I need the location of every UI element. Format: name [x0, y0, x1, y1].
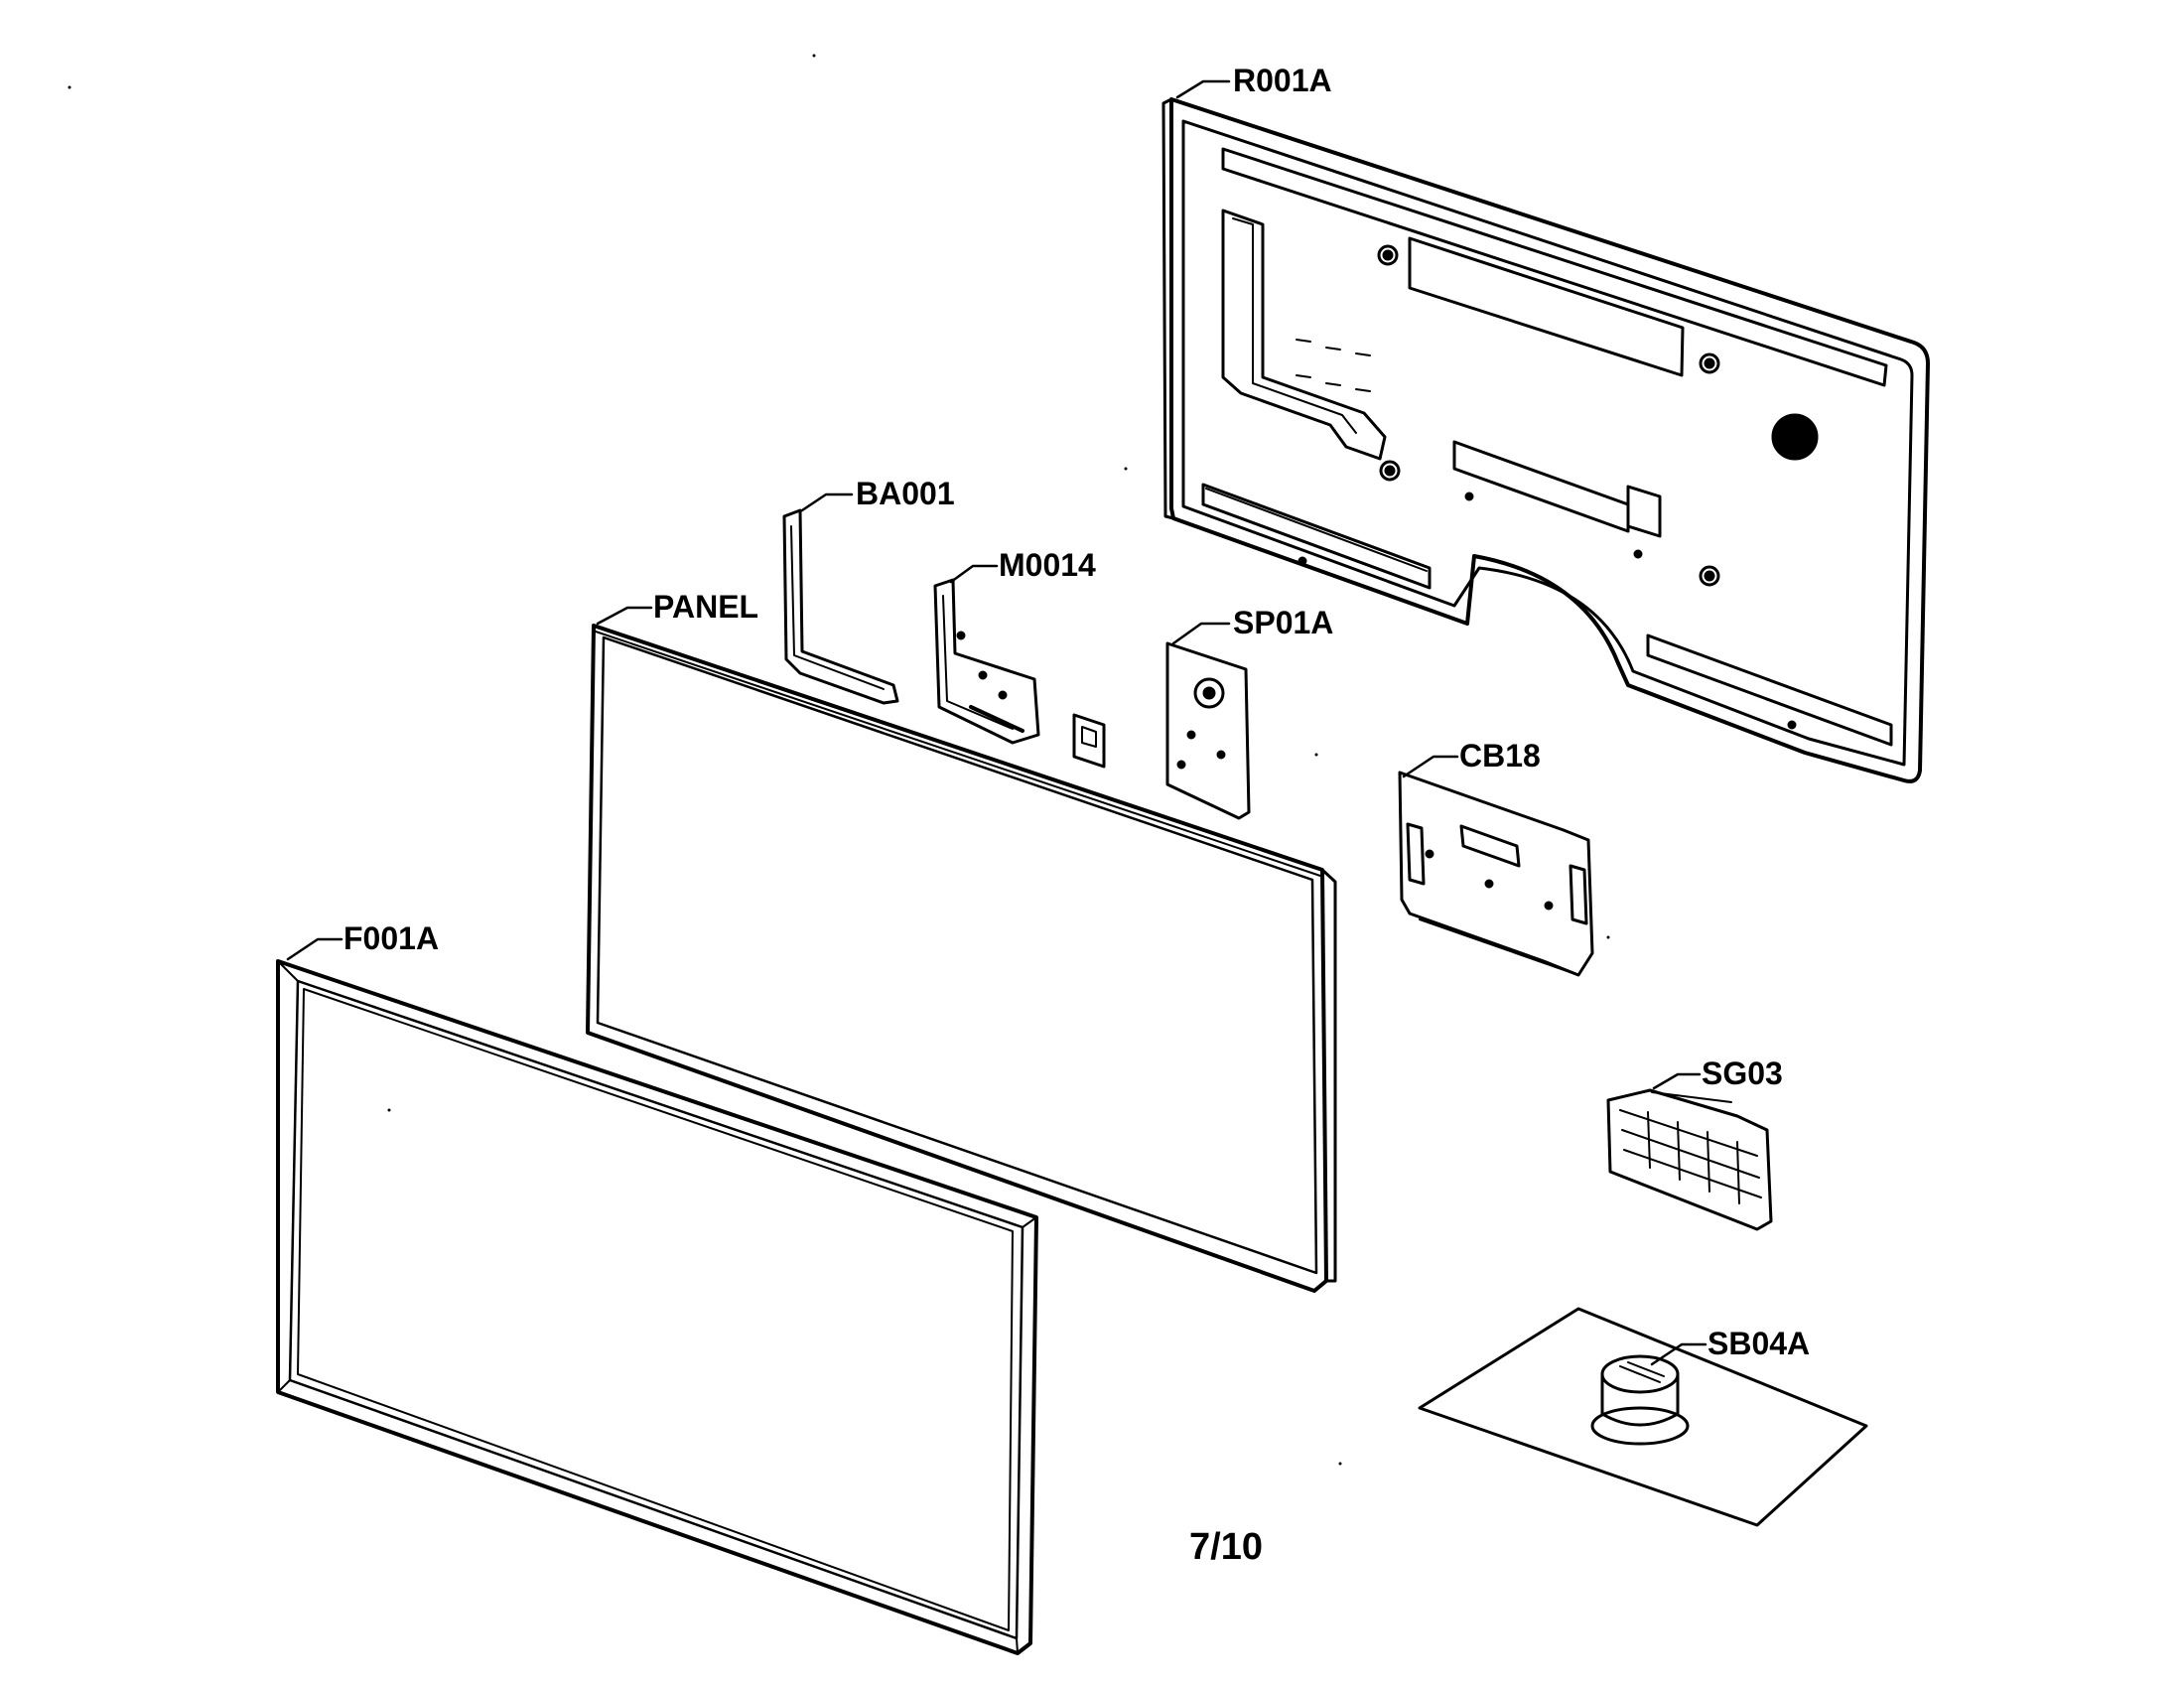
label-sg03: SG03	[1702, 1056, 1783, 1091]
label-r001a: R001A	[1233, 63, 1332, 98]
page-number: 7/10	[1189, 1526, 1263, 1568]
ir-module	[1072, 713, 1106, 769]
leader-line-sg03	[1652, 1072, 1702, 1090]
stand-guide-sg03	[1606, 1088, 1773, 1231]
bracket-ba001	[782, 508, 899, 705]
power-board-sp01a	[1165, 641, 1251, 820]
leader-line-sb04a	[1650, 1342, 1707, 1366]
label-cb18: CB18	[1459, 738, 1541, 774]
label-ba001: BA001	[856, 476, 955, 511]
front-bezel-f001a	[276, 959, 1038, 1655]
leader-line-r001a	[1175, 79, 1231, 99]
leader-line-ba001	[800, 493, 854, 512]
label-f001a: F001A	[343, 920, 439, 956]
leader-line-f001a	[286, 937, 343, 961]
cover-bracket-cb18	[1398, 771, 1594, 977]
display-panel	[586, 624, 1337, 1293]
main-board-m0014	[933, 578, 1040, 745]
label-panel: PANEL	[653, 589, 758, 625]
leader-line-sp01a	[1171, 622, 1231, 645]
stand-base-sb04a	[1418, 1307, 1868, 1527]
scan-specks	[68, 54, 1610, 1466]
leader-line-m0014	[949, 564, 999, 584]
label-sb04a: SB04A	[1707, 1326, 1810, 1361]
rear-cover-r001a	[1161, 97, 1930, 783]
leader-line-cb18	[1402, 755, 1459, 778]
label-m0014: M0014	[999, 547, 1096, 583]
label-sp01a: SP01A	[1233, 605, 1333, 640]
leader-line-panel	[596, 606, 653, 626]
